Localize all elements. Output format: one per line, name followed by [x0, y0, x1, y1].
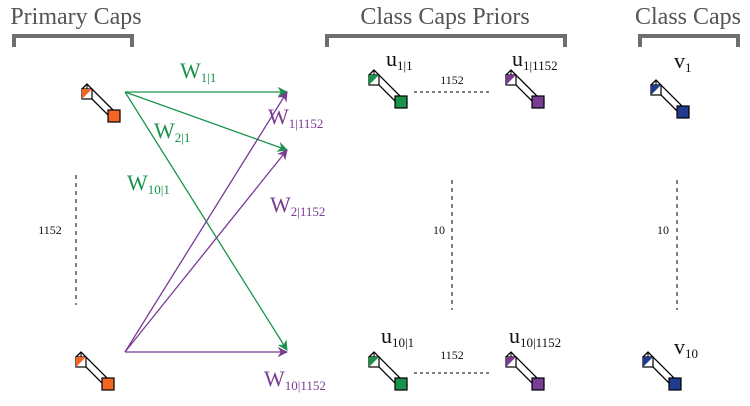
header-primary-caps: Primary Caps: [10, 4, 141, 30]
bracket-priors: [325, 34, 567, 47]
arrow-w-2-1: [124, 91, 288, 152]
label-v-1: v1: [674, 48, 692, 75]
capsule-u-1-1152: [505, 69, 545, 109]
capsule-u-1-1: [368, 69, 408, 109]
capsule-primary-top: [81, 83, 121, 123]
label-w-1-1152: W1|1152: [268, 104, 323, 131]
class-vertical-count: 10: [657, 223, 669, 237]
capsule-primary-bottom: [75, 351, 115, 391]
label-w-10-1152: W10|1152: [264, 366, 326, 393]
primary-count-label: 1152: [38, 223, 62, 237]
label-w-2-1: W2|1: [154, 118, 190, 145]
label-u-1-1152: u1|1152: [512, 46, 558, 73]
priors-top-count: 1152: [440, 73, 464, 87]
priors-vertical-count: 10: [433, 223, 445, 237]
label-w-1-1: W1|1: [180, 58, 216, 85]
header-class-caps-priors: Class Caps Priors: [360, 4, 529, 30]
label-v-10: v10: [674, 334, 698, 361]
arrow-w-2-1152: [124, 149, 288, 353]
label-w-10-1: W10|1: [127, 170, 170, 197]
capsule-v-1: [650, 79, 690, 119]
priors-bottom-count: 1152: [440, 348, 464, 362]
bracket-primary: [12, 34, 134, 47]
capsule-u-10-1152: [505, 351, 545, 391]
arrow-w-1-1152: [124, 91, 288, 353]
label-w-2-1152: W2|1152: [270, 192, 325, 219]
bracket-class: [638, 34, 740, 47]
capsule-v-10: [642, 351, 682, 391]
header-class-caps: Class Caps: [635, 4, 741, 30]
label-u-10-1: u10|1: [381, 323, 414, 350]
label-u-1-1: u1|1: [386, 46, 413, 73]
label-u-10-1152: u10|1152: [509, 323, 561, 350]
capsule-u-10-1: [368, 351, 408, 391]
